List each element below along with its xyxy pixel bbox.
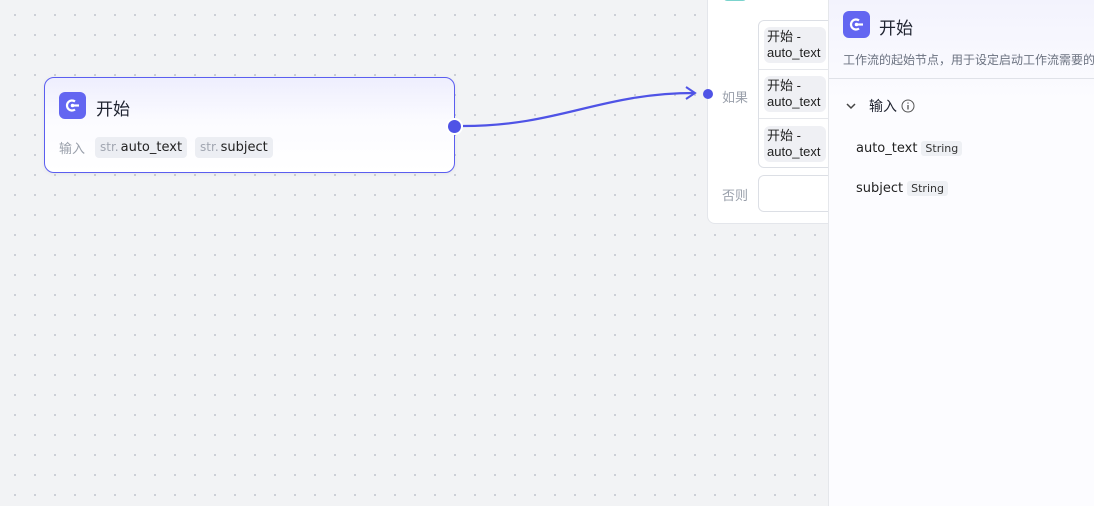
if-label: 如果	[722, 91, 749, 106]
condition-item[interactable]: 开始 - auto_text	[764, 76, 826, 112]
panel-description: 工作流的起始节点，用于设定启动工作流需要的信息	[843, 53, 1094, 67]
start-node[interactable]: 开始 输入 str.auto_text str.subject	[44, 77, 455, 173]
condition-item[interactable]: 开始 - auto_text	[764, 125, 826, 162]
condition-node-icon	[724, 0, 746, 1]
start-icon	[843, 11, 870, 38]
chevron-down-icon	[846, 103, 856, 110]
else-label: 否则	[722, 189, 749, 204]
panel-title: 开始	[879, 19, 913, 39]
condition-list: 开始 - auto_text 开始 - auto_text 开始 - auto_…	[758, 20, 918, 168]
input-chip: str.subject	[195, 137, 273, 158]
start-icon	[59, 92, 86, 119]
input-label: 输入	[59, 142, 86, 157]
input-section-header[interactable]: 输入	[845, 96, 915, 116]
condition-item[interactable]: 开始 - auto_text	[764, 27, 826, 63]
divider	[829, 78, 1094, 79]
output-handle[interactable]	[446, 118, 463, 135]
input-chip: str.auto_text	[95, 137, 188, 158]
section-label: 输入	[869, 99, 897, 115]
node-title: 开始	[96, 100, 130, 120]
input-handle[interactable]	[703, 89, 713, 99]
info-icon[interactable]	[901, 99, 915, 113]
